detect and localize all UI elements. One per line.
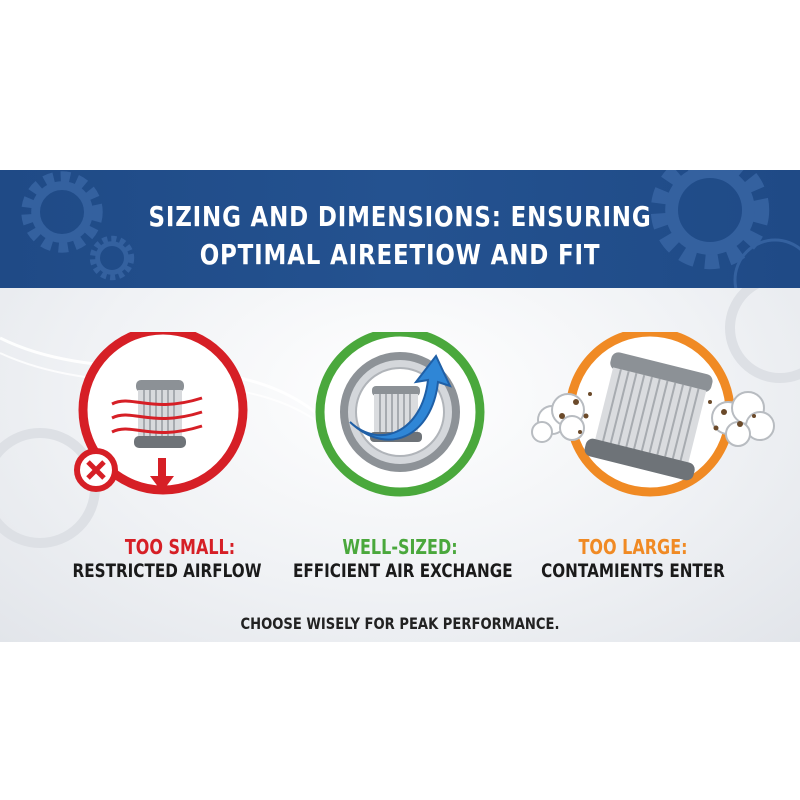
- title-banner: SIZING AND DIMENSIONS: ENSURING OPTIMAL …: [0, 170, 800, 288]
- comparison-panel: TOO SMALL: RESTRICTED AIRFLOW WELL-SIZED…: [0, 288, 800, 642]
- panel-description-well-sized: EFFICIENT AIR EXCHANGE: [293, 560, 513, 582]
- dust-cloud-icon: [711, 391, 775, 447]
- footer-tagline: CHOOSE WISELY FOR PEAK PERFORMANCE.: [240, 614, 560, 633]
- filter-too-small-icon: [74, 332, 248, 495]
- panel-heading-too-large: TOO LARGE:: [578, 535, 688, 559]
- panel-description-too-small: RESTRICTED AIRFLOW: [72, 560, 262, 582]
- arrow-down-icon: [158, 458, 166, 478]
- dust-cloud-icon: [531, 393, 585, 443]
- panel-heading-well-sized: WELL-SIZED:: [342, 535, 458, 559]
- filter-too-large-icon: [531, 332, 775, 497]
- page-title: SIZING AND DIMENSIONS: ENSURING OPTIMAL …: [72, 198, 728, 274]
- title-line-1: SIZING AND DIMENSIONS: ENSURING: [148, 200, 652, 233]
- airflow-arrow-icon: [349, 354, 452, 441]
- filter-well-sized-icon: [315, 332, 485, 497]
- panel-heading-too-small: TOO SMALL:: [124, 535, 236, 559]
- title-line-2: OPTIMAL AIREETIOW AND FIT: [199, 238, 601, 271]
- gear-background: [0, 170, 800, 288]
- panel-description-too-large: CONTAMIENTS ENTER: [541, 560, 725, 582]
